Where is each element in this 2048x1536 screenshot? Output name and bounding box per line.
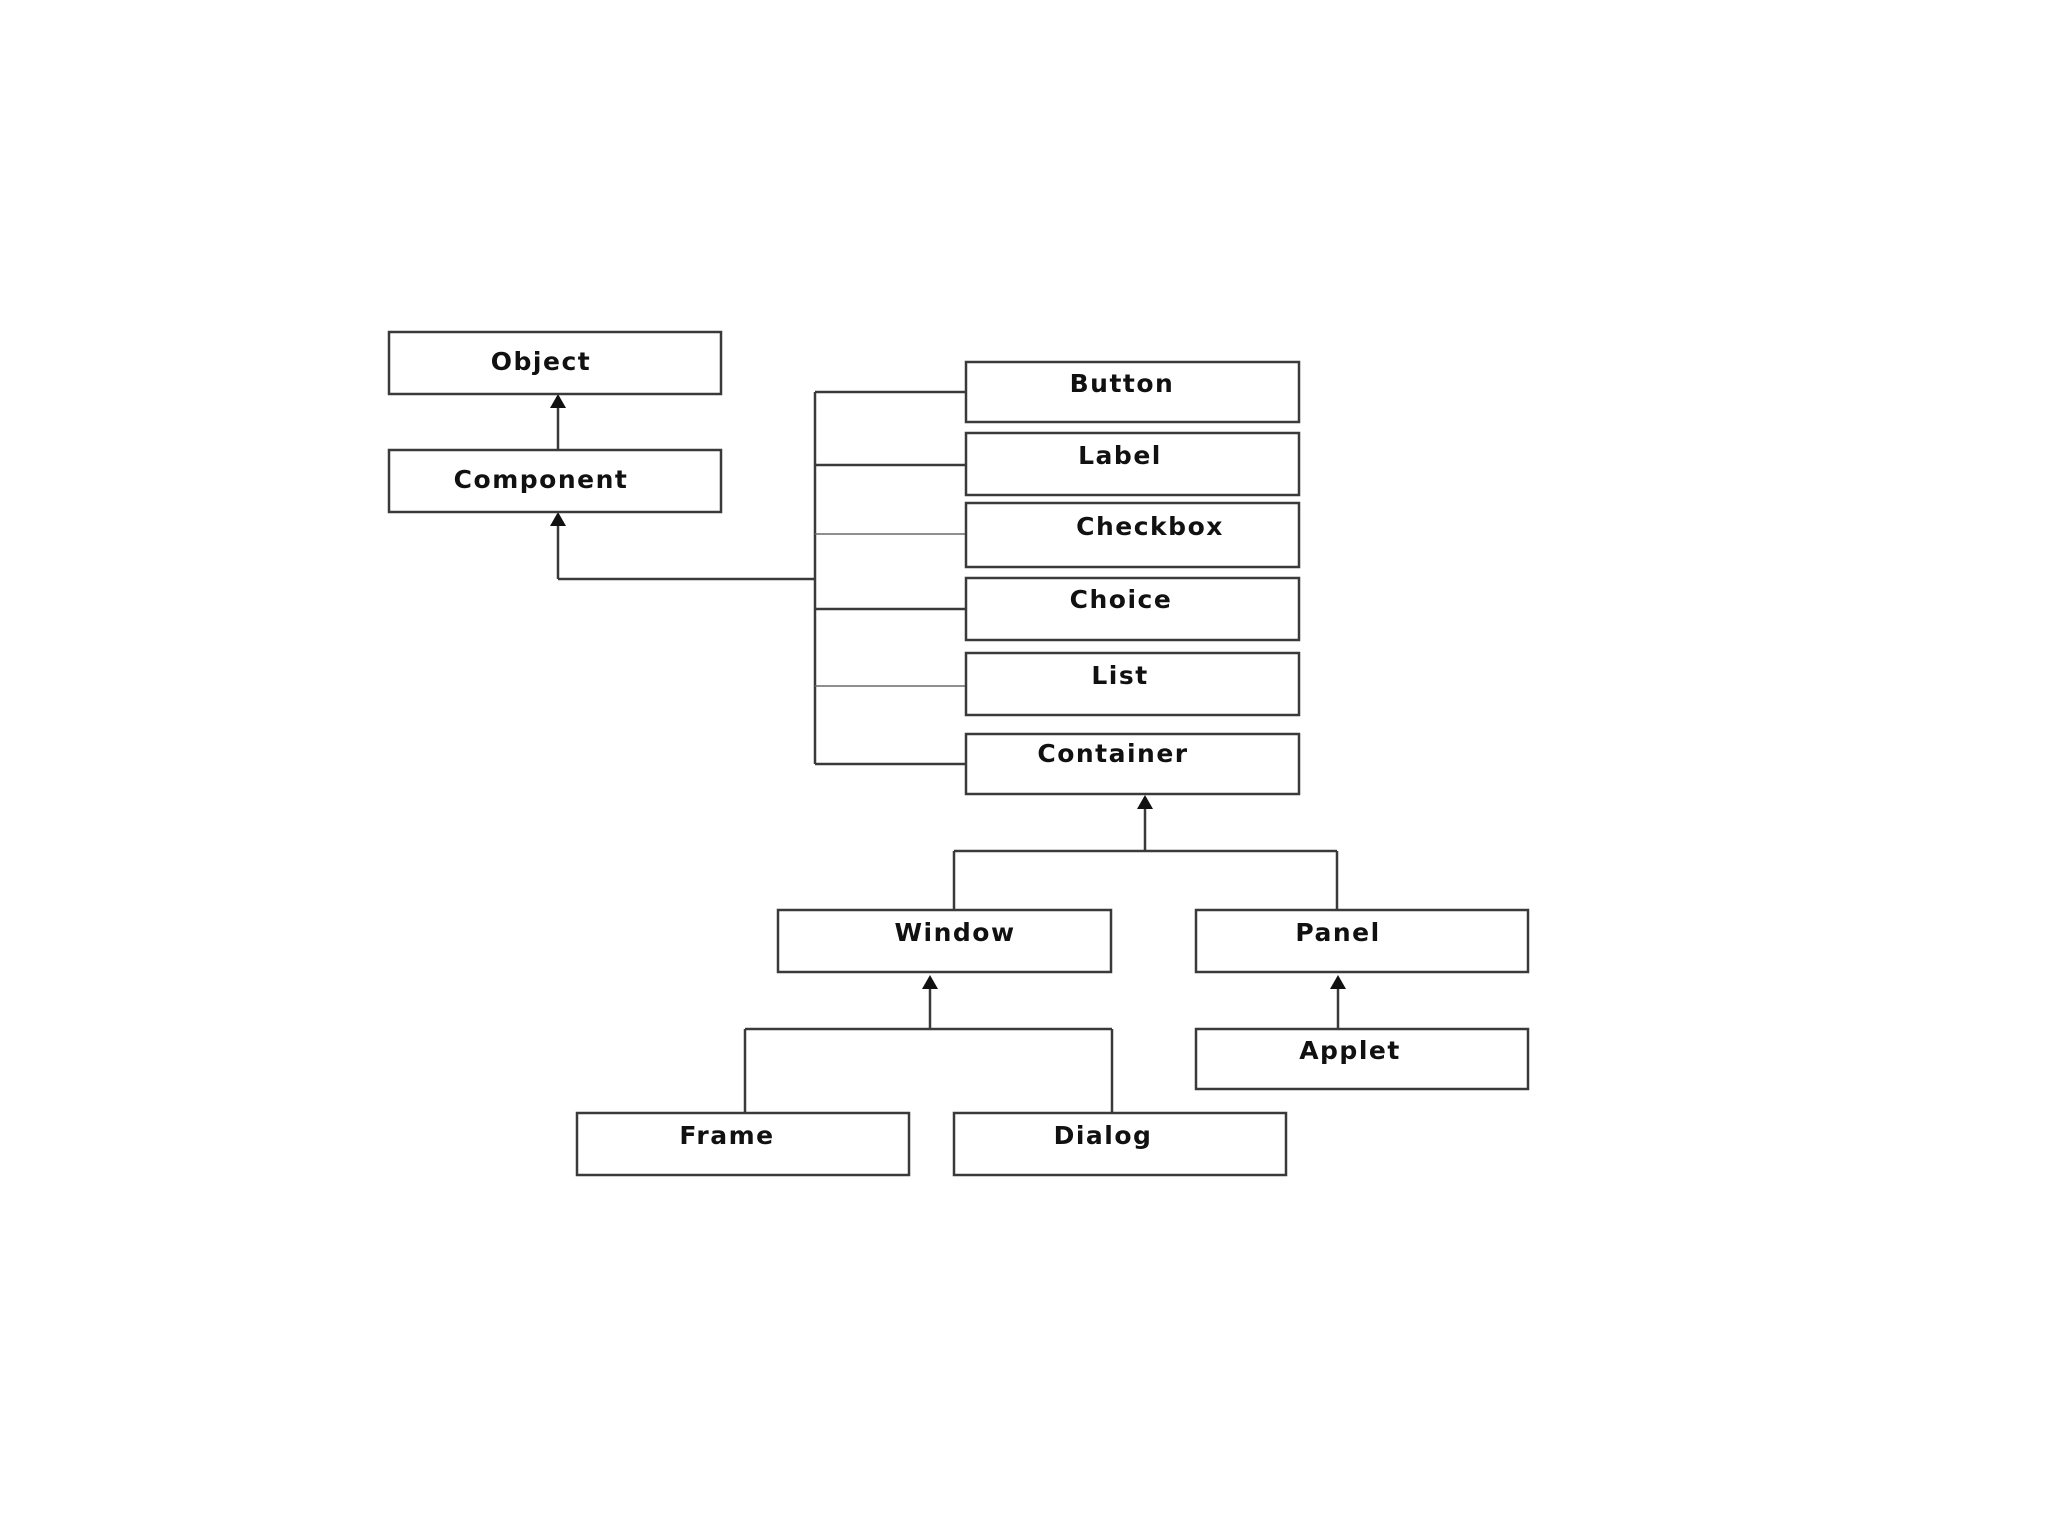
node-button: Button (964, 360, 1301, 424)
node-container: Container (964, 732, 1301, 796)
node-checkbox: Checkbox (964, 501, 1301, 569)
node-label-checkbox: Checkbox (1076, 512, 1224, 541)
node-label-list: List (1091, 661, 1148, 690)
edge-applet-to-panel (1330, 975, 1346, 1029)
node-label-frame: Frame (679, 1121, 774, 1150)
arrowhead-icon (550, 512, 566, 526)
node-label-panel: Panel (1295, 918, 1380, 947)
arrowhead-icon (550, 394, 566, 408)
node-object: Object (387, 330, 723, 396)
node-component: Component (387, 448, 723, 514)
arrowhead-icon (922, 975, 938, 989)
node-window: Window (776, 908, 1113, 974)
node-label-dialog: Dialog (1054, 1121, 1153, 1150)
node-label-applet: Applet (1299, 1036, 1401, 1065)
node-applet: Applet (1194, 1027, 1530, 1091)
node-label-component: Component (454, 465, 629, 494)
edge-component-to-object (550, 394, 566, 450)
node-label-label: Label (1078, 441, 1162, 470)
node-label-container: Container (1037, 739, 1188, 768)
node-dialog: Dialog (952, 1111, 1288, 1177)
node-label-choice: Choice (1070, 585, 1173, 614)
edge-widgets-to-component (550, 390, 966, 766)
node-label-window: Window (894, 918, 1015, 947)
node-list: List (964, 651, 1301, 717)
node-label: Label (964, 431, 1301, 497)
arrowhead-icon (1137, 795, 1153, 809)
node-panel: Panel (1194, 908, 1530, 974)
arrowhead-icon (1330, 975, 1346, 989)
edge-window-panel-to-container (952, 795, 1339, 910)
node-frame: Frame (575, 1111, 911, 1177)
node-label-button: Button (1070, 369, 1175, 398)
edge-frame-dialog-to-window (743, 975, 1114, 1113)
node-choice: Choice (964, 576, 1301, 642)
node-label-object: Object (491, 347, 591, 376)
